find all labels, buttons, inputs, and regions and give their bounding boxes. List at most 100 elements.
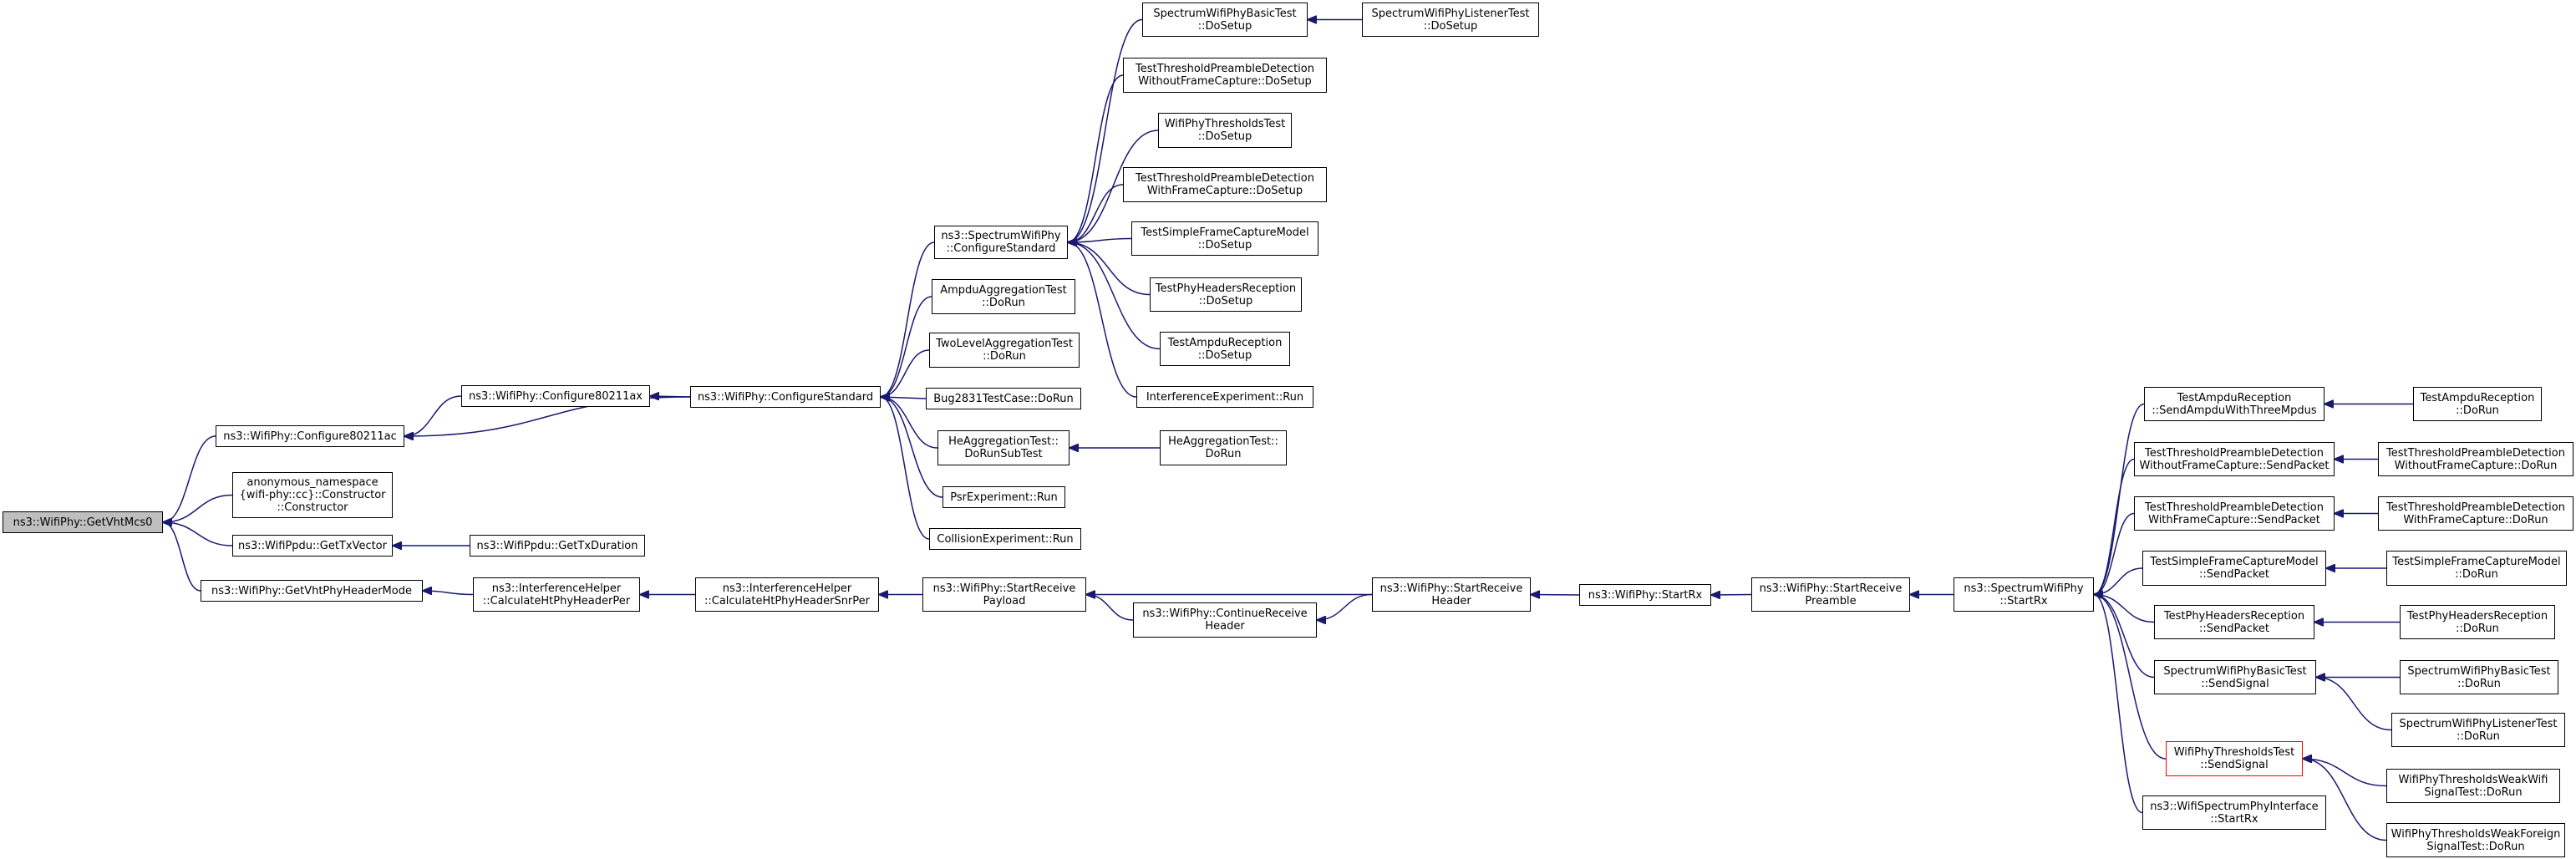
node-heagg-dorunsubtest[interactable]: HeAggregationTest::DoRunSubTest [937, 430, 1070, 465]
node-getvhtphyheadermode[interactable]: ns3::WifiPhy::GetVhtPhyHeaderMode [201, 580, 423, 602]
edge-getvhtphyheadermode-to-getvhtmcs0 [163, 522, 201, 592]
edge-ttpd-wofc-send-to-spectrum-startrx [2094, 458, 2135, 595]
node-spectrumlistener-dorun[interactable]: SpectrumWifiPhyListenerTest::DoRun [2391, 713, 2565, 747]
node-label-line: TestThresholdPreambleDetection [2145, 501, 2324, 514]
node-spectrumbasic-dosetup[interactable]: SpectrumWifiPhyBasicTest::DoSetup [1142, 3, 1308, 37]
edge-ampdurecep-dosetup-to-spectrum-configurestandard [1068, 242, 1161, 350]
node-label-line: WithoutFrameCapture::DoSetup [1138, 75, 1312, 88]
edge-spectrumbasic-sendsignal-to-spectrum-startrx [2094, 595, 2155, 679]
node-spectrum-configurestandard[interactable]: ns3::SpectrumWifiPhy::ConfigureStandard [934, 226, 1068, 259]
node-label-line: DoRunSubTest [964, 448, 1043, 460]
node-phyheaders-send[interactable]: TestPhyHeadersReception::SendPacket [2154, 605, 2314, 639]
node-label-line: ns3::WifiPhy::Configure80211ac [223, 430, 397, 443]
node-spectrum-startrx[interactable]: ns3::SpectrumWifiPhy::StartRx [1954, 577, 2094, 612]
node-heagg-dorun[interactable]: HeAggregationTest::DoRun [1160, 430, 1287, 465]
node-label-line: Payload [983, 594, 1026, 607]
edge-startrx-to-startreceiveheader [1531, 595, 1580, 596]
node-ampdurecep-dorun[interactable]: TestAmpduReception::DoRun [2413, 387, 2542, 421]
node-calchtphyheadersnrper[interactable]: ns3::InterferenceHelper::CalculateHtPhyH… [695, 577, 879, 612]
node-phyheaders-dorun[interactable]: TestPhyHeadersReception::DoRun [2400, 605, 2555, 639]
node-anon-constructor[interactable]: anonymous_namespace{wifi-phy::cc}::Const… [232, 472, 393, 518]
node-phyheaders-dosetup[interactable]: TestPhyHeadersReception::DoSetup [1150, 277, 1302, 312]
node-configurestandard[interactable]: ns3::WifiPhy::ConfigureStandard [690, 386, 881, 408]
node-twolevelagg-dorun[interactable]: TwoLevelAggregationTest::DoRun [929, 333, 1080, 368]
edge-startreceiveheader-to-continuereceiveheader [1317, 593, 1373, 621]
node-label-line: CollisionExperiment::Run [937, 532, 1074, 546]
node-calchtphyheaderper[interactable]: ns3::InterferenceHelper::CalculateHtPhyH… [473, 577, 640, 612]
edge-weakwifi-dorun-to-thresholdstest-sendsignal [2303, 759, 2387, 787]
node-collisionexp-run[interactable]: CollisionExperiment::Run [929, 528, 1081, 550]
node-label-line: TestSimpleFrameCaptureModel [1141, 226, 1309, 239]
node-label-line: TestPhyHeadersReception [1155, 282, 1297, 295]
node-gettxduration[interactable]: ns3::WifiPpdu::GetTxDuration [470, 535, 645, 557]
node-label-line: ns3::SpectrumWifiPhy [941, 230, 1061, 242]
edge-thresholdstest-sendsignal-to-spectrum-startrx [2094, 595, 2167, 760]
node-thresholdstest-dosetup[interactable]: WifiPhyThresholdsTest::DoSetup [1158, 113, 1292, 148]
edge-ttpd-wfc-dosetup-to-spectrum-configurestandard [1068, 184, 1124, 242]
node-label-line: ::DoSetup [1197, 130, 1252, 143]
node-label-line: TestThresholdPreambleDetection [1136, 172, 1314, 185]
node-configure80211ac[interactable]: ns3::WifiPhy::Configure80211ac [216, 425, 404, 447]
edge-thresholdstest-dosetup-to-spectrum-configurestandard [1068, 130, 1159, 242]
node-label-line: ::DoRun [2457, 677, 2501, 690]
node-spectrumbasic-dorun[interactable]: SpectrumWifiPhyBasicTest::DoRun [2400, 660, 2558, 694]
node-label-line: DoRun [1205, 448, 1242, 460]
node-ampduaggtest-dorun[interactable]: AmpduAggregationTest::DoRun [932, 279, 1075, 314]
node-spectrumif-startrx[interactable]: ns3::WifiSpectrumPhyInterface::StartRx [2142, 795, 2326, 830]
node-label-line: SpectrumWifiPhyListenerTest [1371, 7, 1530, 20]
node-label-line: WithFrameCapture::SendPacket [2148, 513, 2320, 526]
node-label-line: WithoutFrameCapture::SendPacket [2139, 459, 2330, 472]
node-bug2831-dorun[interactable]: Bug2831TestCase::DoRun [926, 388, 1081, 409]
node-label-line: TestSimpleFrameCaptureModel [2150, 556, 2319, 568]
node-label-line: ::SendSignal [2200, 759, 2269, 771]
node-label-line: ns3::InterferenceHelper [722, 582, 852, 595]
node-label-line: TestAmpduReception [2177, 391, 2292, 404]
node-label-line: Bug2831TestCase::DoRun [933, 392, 1074, 405]
edge-collisionexp-run-to-configurestandard [881, 397, 930, 540]
node-gettxvector[interactable]: ns3::WifiPpdu::GetTxVector [232, 535, 393, 557]
edge-ampduaggtest-dorun-to-configurestandard [881, 296, 932, 397]
node-ampdurecep-dosetup[interactable]: TestAmpduReception::DoSetup [1160, 332, 1290, 366]
node-label-line: ::ConfigureStandard [946, 242, 1056, 255]
node-label-line: SpectrumWifiPhyBasicTest [2163, 664, 2307, 678]
node-label-line: WithFrameCapture::DoSetup [1146, 185, 1303, 197]
node-label-line: TestThresholdPreambleDetection [1136, 63, 1314, 75]
node-simplefc-send[interactable]: TestSimpleFrameCaptureModel::SendPacket [2142, 551, 2326, 586]
node-label-line: ns3::WifiPpdu::GetTxDuration [476, 539, 638, 552]
node-label-line: WifiPhyThresholdsTest [1164, 118, 1286, 130]
node-startrx[interactable]: ns3::WifiPhy::StartRx [1579, 584, 1711, 606]
node-spectrumlistener-dosetup[interactable]: SpectrumWifiPhyListenerTest::DoSetup [1362, 3, 1539, 37]
node-label-line: ::DoRun [2456, 622, 2499, 635]
node-label-line: SignalTest::DoRun [2426, 840, 2525, 853]
node-ampdurecep-send3[interactable]: TestAmpduReception::SendAmpduWithThreeMp… [2144, 387, 2324, 421]
edge-weakforeign-dorun-to-thresholdstest-sendsignal [2303, 759, 2387, 841]
node-simplefc-dosetup[interactable]: TestSimpleFrameCaptureModel::DoSetup [1131, 221, 1318, 256]
node-label-line: ::DoRun [2457, 729, 2500, 743]
node-simplefc-dorun[interactable]: TestSimpleFrameCaptureModel::DoRun [2386, 551, 2567, 586]
node-spectrumbasic-sendsignal[interactable]: SpectrumWifiPhyBasicTest::SendSignal [2154, 660, 2316, 694]
node-label-line: ::DoRun [982, 297, 1025, 309]
node-thresholdstest-sendsignal[interactable]: WifiPhyThresholdsTest::SendSignal [2166, 741, 2303, 776]
node-label-line: TestAmpduReception [2420, 391, 2535, 404]
node-label-line: WifiPhyThresholdsWeakForeign [2391, 827, 2561, 841]
node-label-line: SignalTest::DoRun [2424, 785, 2523, 799]
node-psrexp-run[interactable]: PsrExperiment::Run [943, 486, 1065, 508]
node-label-line: ns3::WifiPhy::StartReceive [1379, 582, 1523, 595]
edge-spectrumbasic-dosetup-to-spectrum-configurestandard [1068, 18, 1143, 243]
node-configure80211ax[interactable]: ns3::WifiPhy::Configure80211ax [461, 385, 650, 407]
node-getvhtmcs0[interactable]: ns3::WifiPhy::GetVhtMcs0 [3, 511, 163, 533]
node-interferenceexp-run[interactable]: InterferenceExperiment::Run [1136, 386, 1313, 408]
